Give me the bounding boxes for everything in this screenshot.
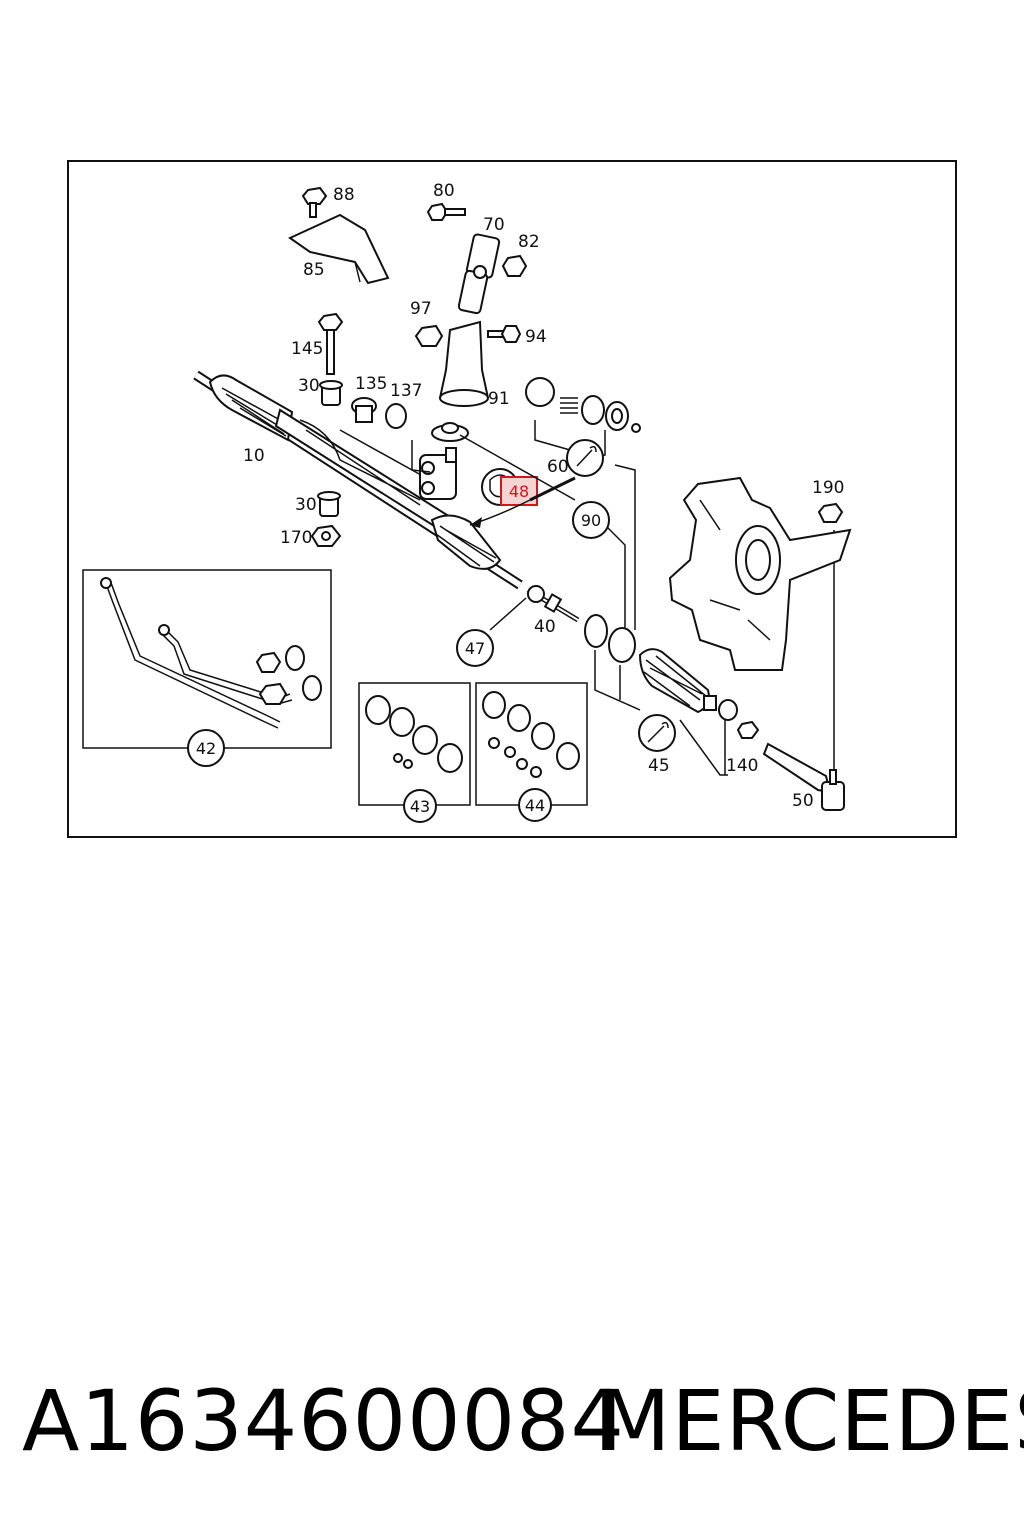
label-145: 145 (291, 339, 323, 359)
brand-text: MERCEDES (598, 1372, 1024, 1470)
part-140-clamp (718, 699, 760, 739)
part-number-labels: 88 80 70 82 85 97 94 145 30 135 137 91 1… (243, 181, 844, 811)
label-70: 70 (483, 215, 505, 235)
part-30-bushing-upper (319, 380, 343, 406)
label-88: 88 (333, 185, 355, 205)
label-140: 140 (726, 756, 758, 776)
label-137: 137 (390, 381, 422, 401)
part-88-bolt (301, 186, 328, 218)
circle-47 (456, 629, 494, 667)
circle-43 (403, 789, 437, 823)
part-94-bolt (487, 325, 522, 343)
part-91-boot (438, 320, 490, 407)
steering-knuckle (668, 476, 852, 671)
label-94: 94 (525, 327, 547, 347)
circle-90 (572, 501, 610, 539)
part-190-nut (817, 502, 844, 523)
inset-43-seal-kit (358, 682, 471, 806)
inset-42-pressure-lines (82, 569, 332, 749)
label-44: 44 (525, 796, 545, 815)
part-50-tie-rod-end (762, 742, 845, 811)
inset-44-seal-kit (475, 682, 588, 806)
part-40-inner-tie-rod (526, 585, 580, 623)
label-80: 80 (433, 181, 455, 201)
circle-42 (187, 729, 225, 767)
label-43: 43 (410, 797, 430, 816)
label-90: 90 (581, 511, 601, 530)
label-135: 135 (355, 374, 387, 394)
label-50: 50 (792, 791, 814, 811)
label-47: 47 (465, 639, 485, 658)
label-60: 60 (547, 457, 569, 477)
label-82: 82 (518, 232, 540, 252)
circle-44 (518, 788, 552, 822)
part-90-ring-small (584, 614, 608, 648)
part-137-o-ring (385, 403, 407, 429)
part-45-bellows-boot (638, 648, 717, 752)
label-40: 40 (534, 617, 556, 637)
circled-labels: 90 47 42 43 44 45 (187, 501, 670, 823)
part-number-text: A1634600084 (22, 1372, 625, 1470)
part-70-universal-joint (457, 233, 501, 315)
label-190: 190 (812, 478, 844, 498)
label-30-upper: 30 (298, 376, 320, 396)
label-91: 91 (488, 389, 510, 409)
part-90-ring-large (608, 627, 636, 663)
part-30-bushing-lower (317, 491, 341, 517)
label-170: 170 (280, 528, 312, 548)
part-80-bolt (426, 202, 466, 221)
part-170-nut (310, 524, 342, 547)
part-60-valve-group (525, 377, 641, 477)
part-valve-washer (431, 422, 469, 442)
part-10-steering-rack (193, 370, 523, 590)
part-48-seal-kit-callout: 48 (469, 468, 576, 528)
part-48-label: 48 (509, 482, 529, 501)
label-10: 10 (243, 446, 265, 466)
label-45: 45 (648, 756, 670, 776)
part-85-cover (287, 213, 390, 285)
part-135-plug (351, 397, 377, 423)
part-82-nut (501, 254, 528, 277)
leader-lines (411, 420, 835, 776)
label-42: 42 (196, 739, 216, 758)
part-145-bolt (317, 312, 344, 375)
label-97: 97 (410, 299, 432, 319)
label-85: 85 (303, 260, 325, 280)
part-97-nut (414, 324, 444, 347)
label-30-lower: 30 (295, 495, 317, 515)
